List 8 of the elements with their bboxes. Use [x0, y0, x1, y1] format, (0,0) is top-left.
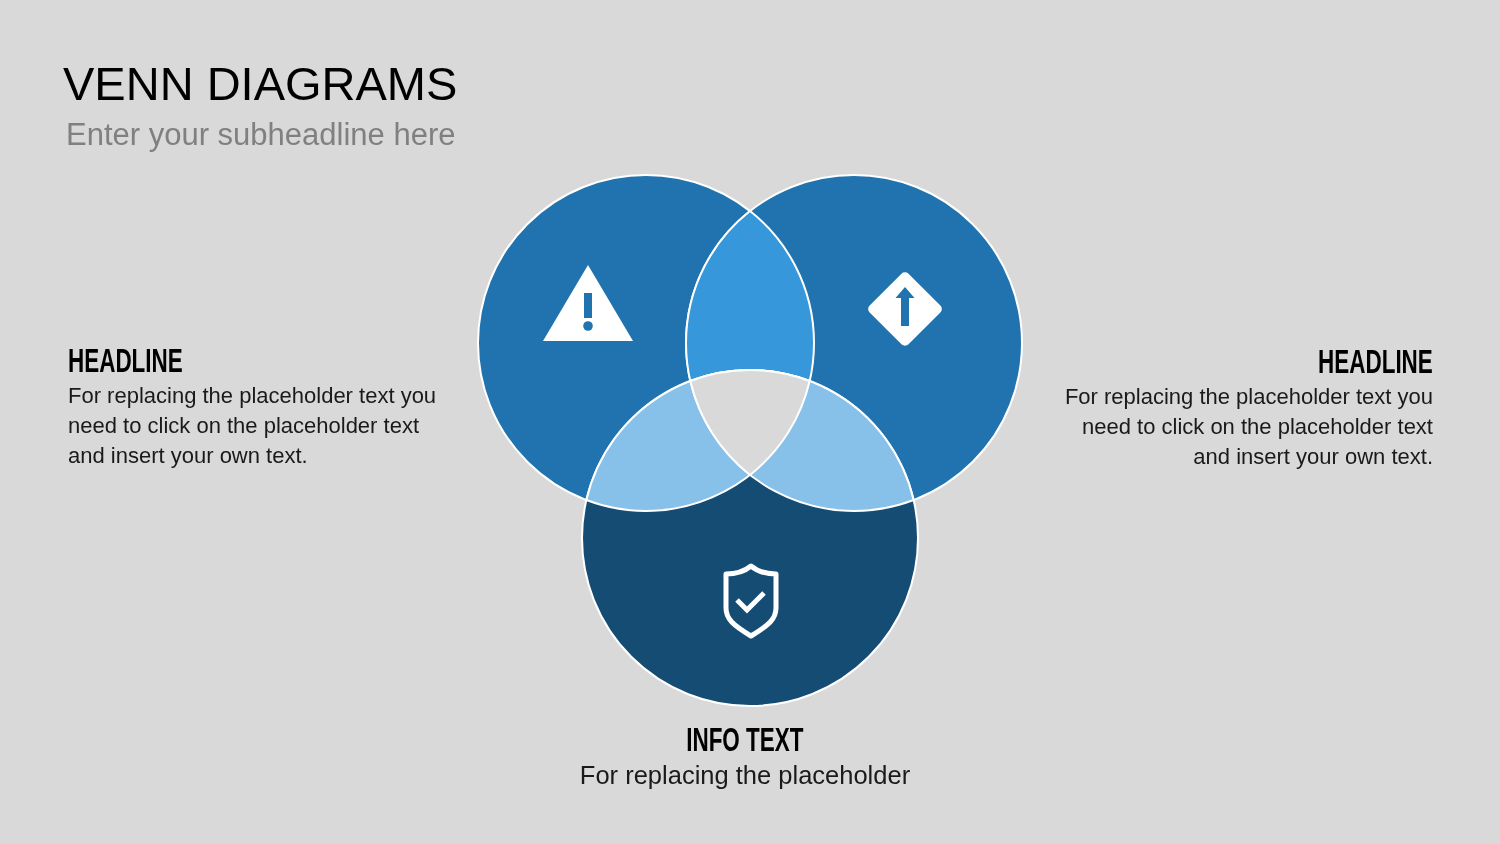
description-text: For replacing the placeholder text you need to click on the placeholder text and insert your own text. [1063, 383, 1433, 471]
title: VENN DIAGRAMS [63, 57, 458, 111]
headline: HEADLINE [1318, 343, 1433, 379]
description-text: For replacing the placeholder [578, 760, 912, 790]
subtitle: Enter your subheadline here [66, 117, 456, 153]
description-text: For replacing the placeholder text you need to click on the placeholder text and insert your own text. [68, 382, 438, 470]
headline: INFO TEXT [686, 721, 804, 757]
headline: HEADLINE [68, 342, 183, 378]
